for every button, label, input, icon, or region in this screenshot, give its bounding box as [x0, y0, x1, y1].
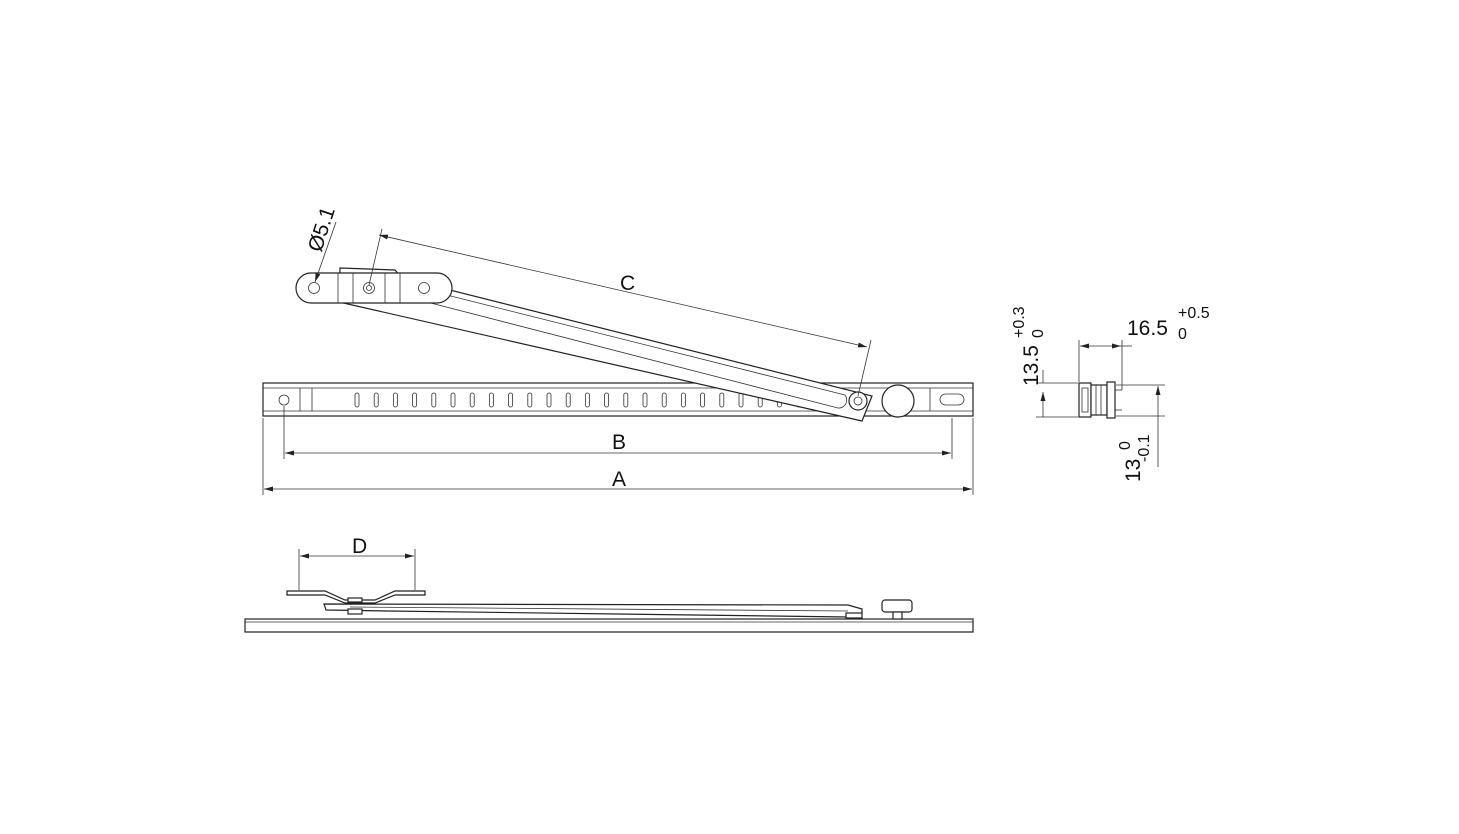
- rail-slot: [604, 392, 609, 408]
- rail-slot: [392, 392, 398, 408]
- rail-slot: [488, 392, 494, 408]
- dimension-a-label: A: [612, 468, 626, 491]
- rail-slot: [700, 392, 705, 408]
- base-tol-lower: -0.1: [1136, 434, 1153, 462]
- rail-slot: [661, 392, 667, 408]
- height-tol-lower: 0: [1030, 329, 1047, 338]
- width-tol-upper: +0.5: [1178, 305, 1210, 322]
- hole-diameter-callout: Ø5.1: [304, 204, 340, 283]
- dimension-base: 13 0 -0.1: [1116, 384, 1165, 482]
- height-value: 13.5: [1020, 345, 1043, 386]
- dimension-d: D: [298, 535, 416, 590]
- rail-slot: [642, 392, 648, 408]
- hole-diameter-label: Ø5.1: [304, 204, 340, 254]
- dimension-c-label: C: [620, 272, 635, 295]
- rail-slot: [623, 392, 629, 408]
- plan-view: [244, 590, 974, 633]
- dimension-height: 13.5 +0.3 0: [1011, 306, 1078, 418]
- rail-slot: [565, 392, 571, 408]
- rail-slot: [527, 392, 533, 408]
- rail-slot: [546, 392, 552, 408]
- height-tol-upper: +0.3: [1011, 306, 1028, 338]
- rail-slot: [681, 392, 686, 408]
- rail-slot: [431, 392, 437, 408]
- rail-slot: [373, 392, 379, 408]
- width-tol-lower: 0: [1178, 326, 1187, 343]
- rail-slot: [469, 392, 475, 408]
- dimension-a: A: [262, 418, 974, 495]
- rail-slot: [450, 392, 456, 408]
- rail-slot: [412, 392, 418, 408]
- stop-knob: [881, 384, 915, 418]
- rail-slot: [719, 392, 725, 408]
- rail-slot: [354, 392, 360, 408]
- rail-slot: [508, 392, 514, 408]
- pivot-bracket: [295, 272, 453, 304]
- rail-adjustment-slots: [354, 392, 801, 408]
- dimension-b: B: [283, 406, 953, 459]
- dimension-b-label: B: [612, 431, 626, 454]
- base-tol-upper: 0: [1117, 441, 1134, 450]
- dimension-width: 16.5 +0.5 0: [1078, 305, 1210, 390]
- dimension-c: C: [368, 228, 872, 397]
- end-view-profile: [1078, 381, 1122, 419]
- rail-slot: [585, 392, 590, 408]
- width-value: 16.5: [1127, 317, 1168, 340]
- base-value: 13: [1122, 459, 1145, 482]
- dimension-d-label: D: [352, 535, 367, 558]
